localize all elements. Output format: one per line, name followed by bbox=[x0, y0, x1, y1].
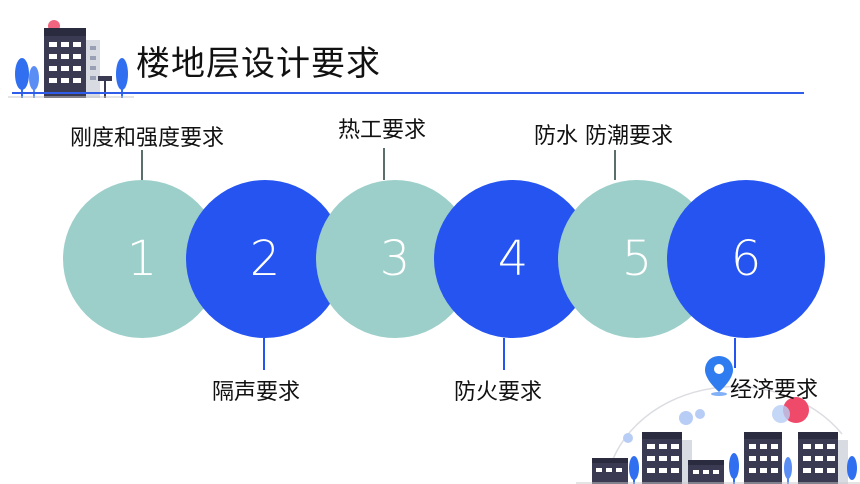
step-label-1: 刚度和强度要求 bbox=[70, 126, 225, 151]
step-number-4: 4 bbox=[497, 231, 529, 287]
step-number-2: 2 bbox=[249, 231, 281, 287]
step-circle-6: 6 bbox=[667, 180, 825, 338]
location-pin-icon bbox=[705, 356, 733, 396]
step-circle-2: 2 bbox=[186, 180, 344, 338]
step-label-2: 隔声要求 bbox=[212, 380, 301, 405]
step-label-5: 防水 防潮要求 bbox=[534, 124, 673, 149]
city-skyline-illustration bbox=[576, 356, 860, 484]
connector-3 bbox=[383, 148, 385, 180]
step-number-5: 5 bbox=[621, 231, 653, 287]
step-number-6: 6 bbox=[730, 231, 762, 287]
connector-6 bbox=[734, 338, 736, 368]
page-title: 楼地层设计要求 bbox=[136, 44, 381, 84]
step-label-3: 热工要求 bbox=[338, 118, 427, 143]
step-number-3: 3 bbox=[379, 231, 411, 287]
connector-4 bbox=[503, 338, 505, 370]
step-label-4: 防火要求 bbox=[454, 380, 543, 405]
connector-1 bbox=[141, 150, 143, 180]
step-label-6: 经济要求 bbox=[730, 378, 819, 403]
title-underline bbox=[12, 92, 804, 94]
connector-2 bbox=[263, 338, 265, 370]
buildings-illustration bbox=[8, 20, 134, 98]
step-number-1: 1 bbox=[126, 231, 158, 287]
connector-5 bbox=[614, 150, 616, 180]
